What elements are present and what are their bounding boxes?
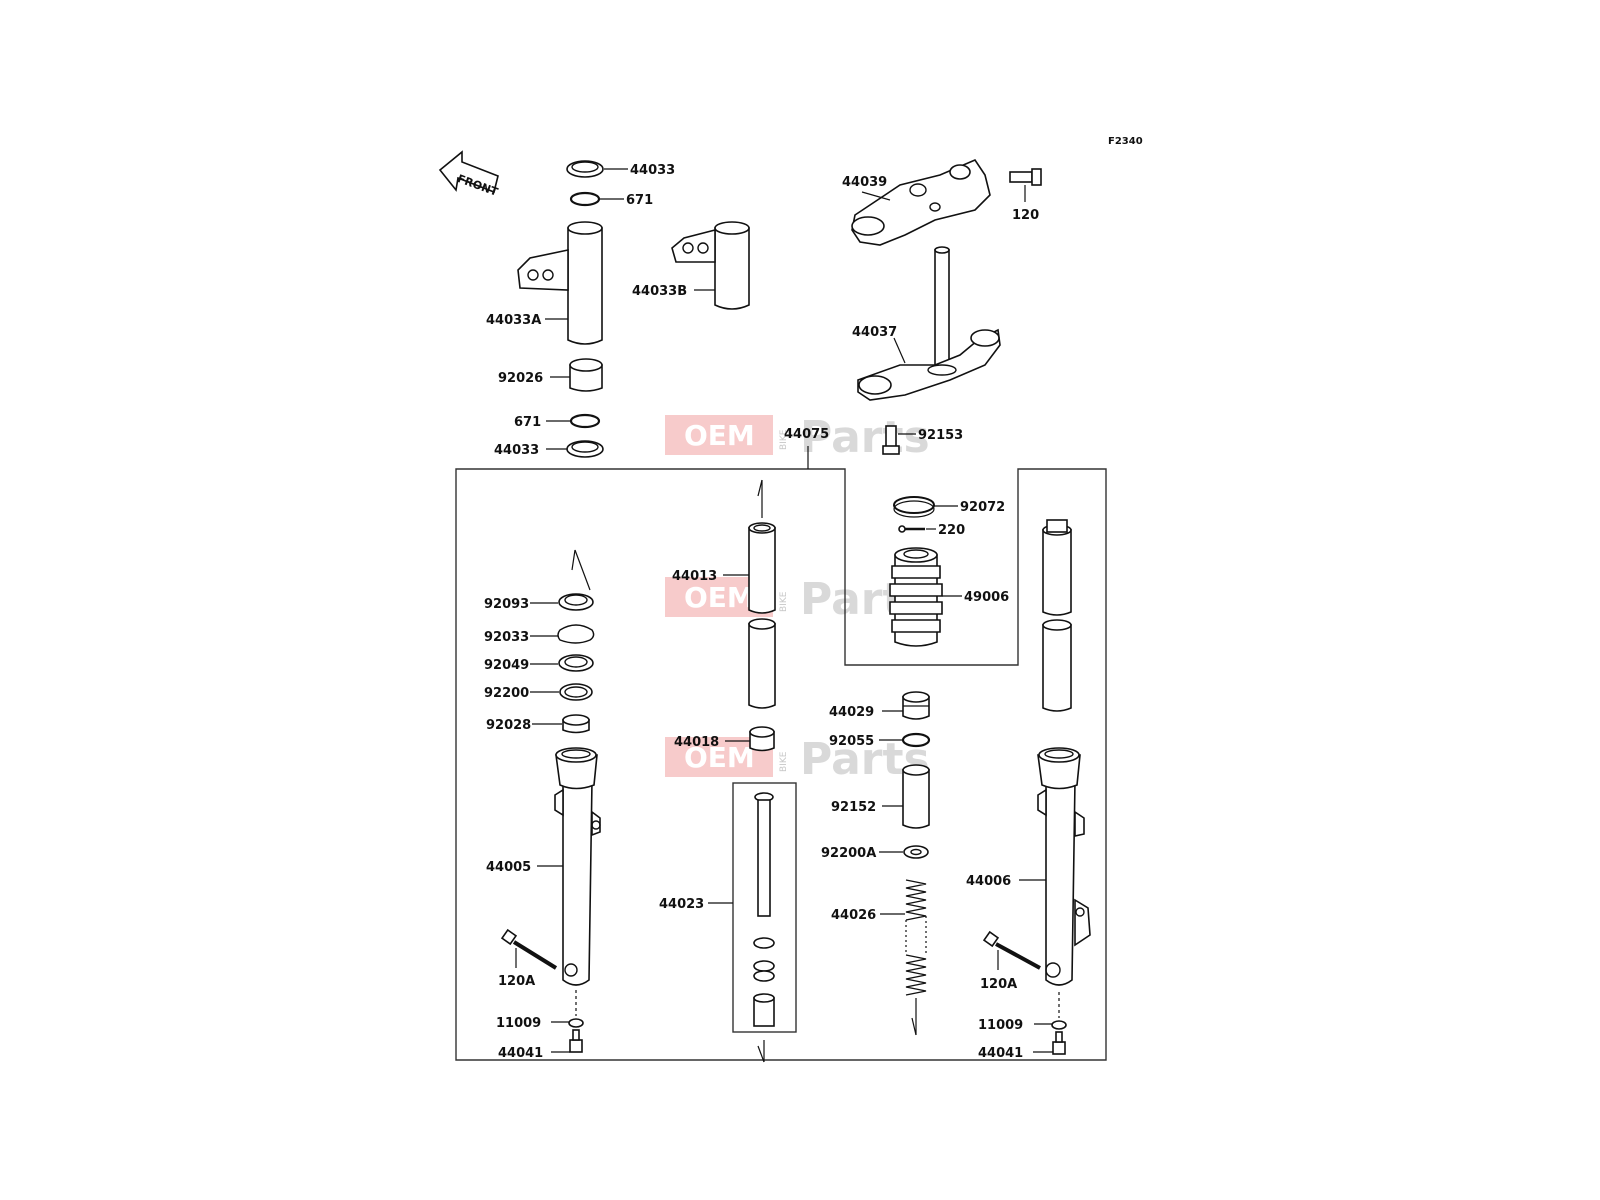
part-92055[interactable]: 92055: [829, 732, 931, 749]
part-11009-right[interactable]: 11009: [978, 1018, 1067, 1033]
svg-text:92026: 92026: [498, 371, 543, 386]
front-arrow-icon: FRONT: [438, 150, 500, 199]
part-11009-left[interactable]: 11009: [496, 1016, 584, 1031]
part-120A-right[interactable]: 120A: [980, 930, 1041, 992]
svg-text:44039: 44039: [842, 175, 887, 190]
part-120[interactable]: 120: [1009, 168, 1042, 223]
watermark-top: OEM BIKE Parts: [665, 412, 930, 463]
part-92033[interactable]: 92033: [484, 624, 595, 645]
part-92153[interactable]: 92153: [882, 425, 963, 455]
svg-text:120A: 120A: [498, 974, 535, 989]
part-44041-left[interactable]: 44041: [498, 990, 583, 1061]
part-44033-top[interactable]: 44033: [566, 160, 675, 178]
part-44033-bottom[interactable]: 44033: [494, 440, 604, 458]
right-inner-tube: [1042, 519, 1072, 712]
svg-text:44023: 44023: [659, 897, 704, 912]
svg-text:92093: 92093: [484, 597, 529, 612]
svg-text:92033: 92033: [484, 630, 529, 645]
part-671-top[interactable]: 671: [569, 191, 653, 208]
svg-text:120: 120: [1012, 208, 1039, 223]
svg-text:44041: 44041: [978, 1046, 1023, 1061]
part-92026[interactable]: 92026: [498, 358, 603, 392]
svg-text:44005: 44005: [486, 860, 531, 875]
svg-text:120A: 120A: [980, 977, 1017, 992]
svg-text:44026: 44026: [831, 908, 876, 923]
part-671-bottom[interactable]: 671: [514, 413, 601, 430]
svg-text:92200A: 92200A: [821, 846, 876, 861]
svg-text:92153: 92153: [918, 428, 963, 443]
svg-text:92055: 92055: [829, 734, 874, 749]
part-92049[interactable]: 92049: [484, 654, 594, 673]
svg-text:Parts: Parts: [800, 412, 930, 463]
svg-text:44033B: 44033B: [632, 284, 687, 299]
svg-text:44013: 44013: [672, 569, 717, 584]
figure-code: F2340: [1108, 136, 1143, 147]
svg-text:92152: 92152: [831, 800, 876, 815]
svg-text:OEM: OEM: [684, 741, 755, 774]
part-44026[interactable]: 44026: [831, 879, 927, 1036]
part-44013[interactable]: 44013: [672, 479, 776, 709]
part-92072[interactable]: 92072: [893, 496, 1005, 518]
svg-text:OEM: OEM: [684, 419, 755, 452]
part-92200[interactable]: 92200: [484, 683, 593, 701]
part-92093[interactable]: 92093: [484, 549, 594, 612]
svg-text:BIKE: BIKE: [779, 591, 789, 612]
svg-text:44041: 44041: [498, 1046, 543, 1061]
svg-text:92049: 92049: [484, 658, 529, 673]
svg-text:44033A: 44033A: [486, 313, 541, 328]
svg-text:44033: 44033: [630, 163, 675, 178]
svg-text:220: 220: [938, 523, 965, 538]
svg-text:92028: 92028: [486, 718, 531, 733]
svg-text:671: 671: [514, 415, 541, 430]
svg-text:44018: 44018: [674, 735, 719, 750]
svg-text:OEM: OEM: [684, 581, 755, 614]
svg-text:11009: 11009: [978, 1018, 1023, 1033]
part-92200A[interactable]: 92200A: [821, 845, 929, 861]
part-44033A[interactable]: 44033A: [486, 221, 603, 345]
svg-text:11009: 11009: [496, 1016, 541, 1031]
part-44039[interactable]: 44039: [842, 159, 991, 246]
part-92152[interactable]: 92152: [831, 764, 930, 829]
part-44037[interactable]: 44037: [852, 246, 1001, 401]
part-44029[interactable]: 44029: [829, 691, 930, 720]
svg-text:92200: 92200: [484, 686, 529, 701]
svg-text:49006: 49006: [964, 590, 1009, 605]
svg-text:BIKE: BIKE: [779, 429, 789, 450]
svg-text:44033: 44033: [494, 443, 539, 458]
svg-text:44006: 44006: [966, 874, 1011, 889]
part-44033B[interactable]: 44033B: [632, 221, 750, 310]
svg-text:92072: 92072: [960, 500, 1005, 515]
part-120A-left[interactable]: 120A: [498, 928, 558, 989]
part-44018[interactable]: 44018: [674, 726, 775, 752]
svg-text:44029: 44029: [829, 705, 874, 720]
svg-text:671: 671: [626, 193, 653, 208]
assembly-44075-box: 44075: [455, 427, 1107, 1061]
part-44041-right[interactable]: 44041: [978, 992, 1066, 1061]
svg-text:BIKE: BIKE: [779, 751, 789, 772]
part-49006[interactable]: 49006: [889, 547, 1009, 647]
part-44023[interactable]: 44023: [659, 782, 797, 1063]
label-44075: 44075: [784, 427, 829, 442]
part-44005[interactable]: 44005: [486, 747, 601, 986]
part-44006[interactable]: 44006: [966, 747, 1091, 986]
part-220[interactable]: 220: [898, 523, 965, 538]
part-92028[interactable]: 92028: [486, 714, 590, 734]
svg-text:44037: 44037: [852, 325, 897, 340]
